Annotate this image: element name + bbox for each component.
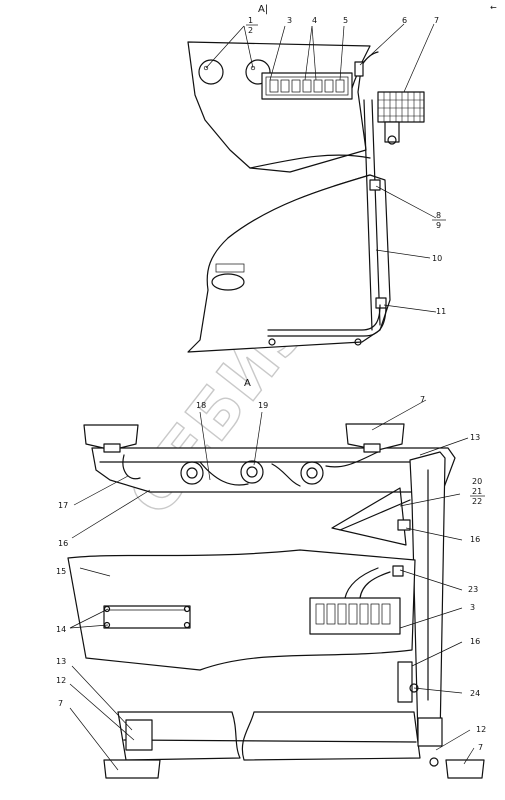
- lamp-bottom-left: [103, 759, 161, 779]
- pillar-right: [371, 99, 381, 326]
- callout-16b: 16: [470, 535, 480, 544]
- lamp-bottom-right: [445, 759, 485, 779]
- harness-20: [331, 487, 407, 546]
- callout-7: 7: [434, 16, 439, 25]
- vent-oval: [211, 273, 245, 291]
- top-view-title: A|: [258, 4, 268, 15]
- callout-13a: 13: [470, 433, 480, 442]
- fuses: [315, 603, 391, 625]
- callout-3: 3: [287, 16, 292, 25]
- cab-roof-upper: [187, 41, 371, 173]
- callout-13b: 13: [56, 657, 66, 666]
- lamp-2: [245, 59, 271, 85]
- callout-16a: 16: [58, 539, 68, 548]
- corner-mark: ←: [490, 3, 497, 12]
- callout-9: 9: [436, 221, 441, 230]
- callout-10: 10: [432, 254, 442, 263]
- relay-24: [397, 661, 413, 703]
- callout-12b: 12: [476, 725, 486, 734]
- top-leaders: [205, 23, 437, 313]
- callout-6: 6: [402, 16, 407, 25]
- beacon-left: [83, 424, 139, 451]
- callout-17: 17: [58, 501, 68, 510]
- top-view: A| ←: [187, 3, 497, 353]
- lamp-2-center: [250, 65, 256, 71]
- callout-7c: 7: [58, 699, 63, 708]
- callout-18: 18: [196, 401, 206, 410]
- callout-19: 19: [258, 401, 268, 410]
- callout-8: 8: [436, 211, 441, 220]
- break-line-top: [249, 154, 371, 169]
- callout-24: 24: [470, 689, 480, 698]
- beacon-right: [345, 423, 405, 451]
- middle-panel: [67, 549, 416, 671]
- lamp-1-center: [203, 65, 209, 71]
- pillar-left: [363, 99, 373, 331]
- bottom-view-title: A: [244, 378, 251, 389]
- lamp-hatch: [378, 92, 424, 122]
- callout-21: 21: [472, 487, 482, 496]
- callout-7d: 7: [478, 743, 483, 752]
- callout-11: 11: [436, 307, 446, 316]
- callout-3b: 3: [470, 603, 475, 612]
- display-15: [103, 605, 191, 629]
- lamp-bracket: [384, 121, 400, 143]
- bottom-leaders: [69, 399, 475, 771]
- callout-14: 14: [56, 625, 66, 634]
- cab-roof-lower: [187, 174, 391, 353]
- work-lamp-7: [377, 91, 425, 123]
- connector-6: [354, 61, 364, 77]
- speakers: [180, 460, 324, 485]
- fuse-block-bottom: [309, 597, 401, 635]
- callout-5: 5: [343, 16, 348, 25]
- callout-7b: 7: [420, 395, 425, 404]
- pipe-11: [267, 304, 381, 331]
- clamp-11: [375, 297, 387, 309]
- callout-20: 20: [472, 477, 482, 486]
- callout-4: 4: [312, 16, 317, 25]
- clamp-8: [369, 179, 381, 191]
- callout-22: 22: [472, 497, 482, 506]
- callout-2: 2: [248, 26, 253, 35]
- callout-16c: 16: [470, 637, 480, 646]
- callout-1: 1: [248, 16, 253, 25]
- lamp-1: [198, 59, 224, 85]
- bottom-view: A: [56, 378, 486, 779]
- callout-12a: 12: [56, 676, 66, 685]
- callout-23: 23: [468, 585, 478, 594]
- callout-15: 15: [56, 567, 66, 576]
